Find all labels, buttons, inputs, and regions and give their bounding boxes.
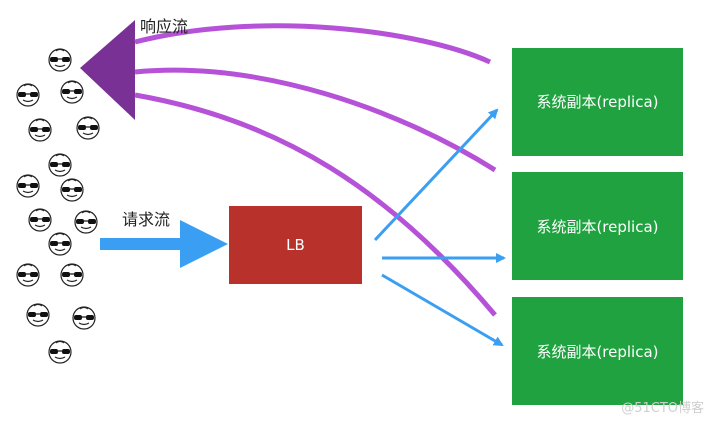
dispatch-arrow-3 xyxy=(381,273,504,347)
replica-box-3 xyxy=(512,297,683,405)
watermark: @51CTO博客 xyxy=(621,400,704,416)
response-curve-2 xyxy=(134,67,497,173)
sunglasses-face-icon xyxy=(16,174,40,198)
response-flow-label: 响应流 xyxy=(140,17,188,36)
request-arrowhead xyxy=(180,220,228,268)
response-curve-1 xyxy=(134,23,492,65)
sunglasses-face-icon xyxy=(48,232,72,256)
sunglasses-face-icon xyxy=(28,208,52,232)
sunglasses-face-icon xyxy=(60,263,84,287)
users-crowd xyxy=(16,48,100,364)
sunglasses-face-icon xyxy=(26,303,50,327)
replica-label-2: 系统副本(replica) xyxy=(536,218,658,236)
sunglasses-face-icon xyxy=(76,116,100,140)
lb-label: LB xyxy=(286,236,305,254)
sunglasses-face-icon xyxy=(48,153,72,177)
sunglasses-face-icon xyxy=(16,263,40,287)
replica-label-3: 系统副本(replica) xyxy=(536,343,658,361)
sunglasses-face-icon xyxy=(60,178,84,202)
lb-box xyxy=(229,206,362,284)
response-arrowhead xyxy=(80,20,135,120)
replica-label-1: 系统副本(replica) xyxy=(536,93,658,111)
replica-box-2 xyxy=(512,172,683,280)
sunglasses-face-icon xyxy=(72,306,96,330)
response-curve-3 xyxy=(134,92,497,317)
sunglasses-face-icon xyxy=(48,48,72,72)
sunglasses-face-icon xyxy=(28,118,52,142)
replica-box-1 xyxy=(512,48,683,156)
request-flow-label: 请求流 xyxy=(122,210,170,229)
sunglasses-face-icon xyxy=(60,80,84,104)
sunglasses-face-icon xyxy=(16,83,40,107)
sunglasses-face-icon xyxy=(48,340,72,364)
sunglasses-face-icon xyxy=(74,210,98,234)
dispatch-arrow-1 xyxy=(373,108,499,242)
request-arrow-shaft xyxy=(100,238,182,250)
